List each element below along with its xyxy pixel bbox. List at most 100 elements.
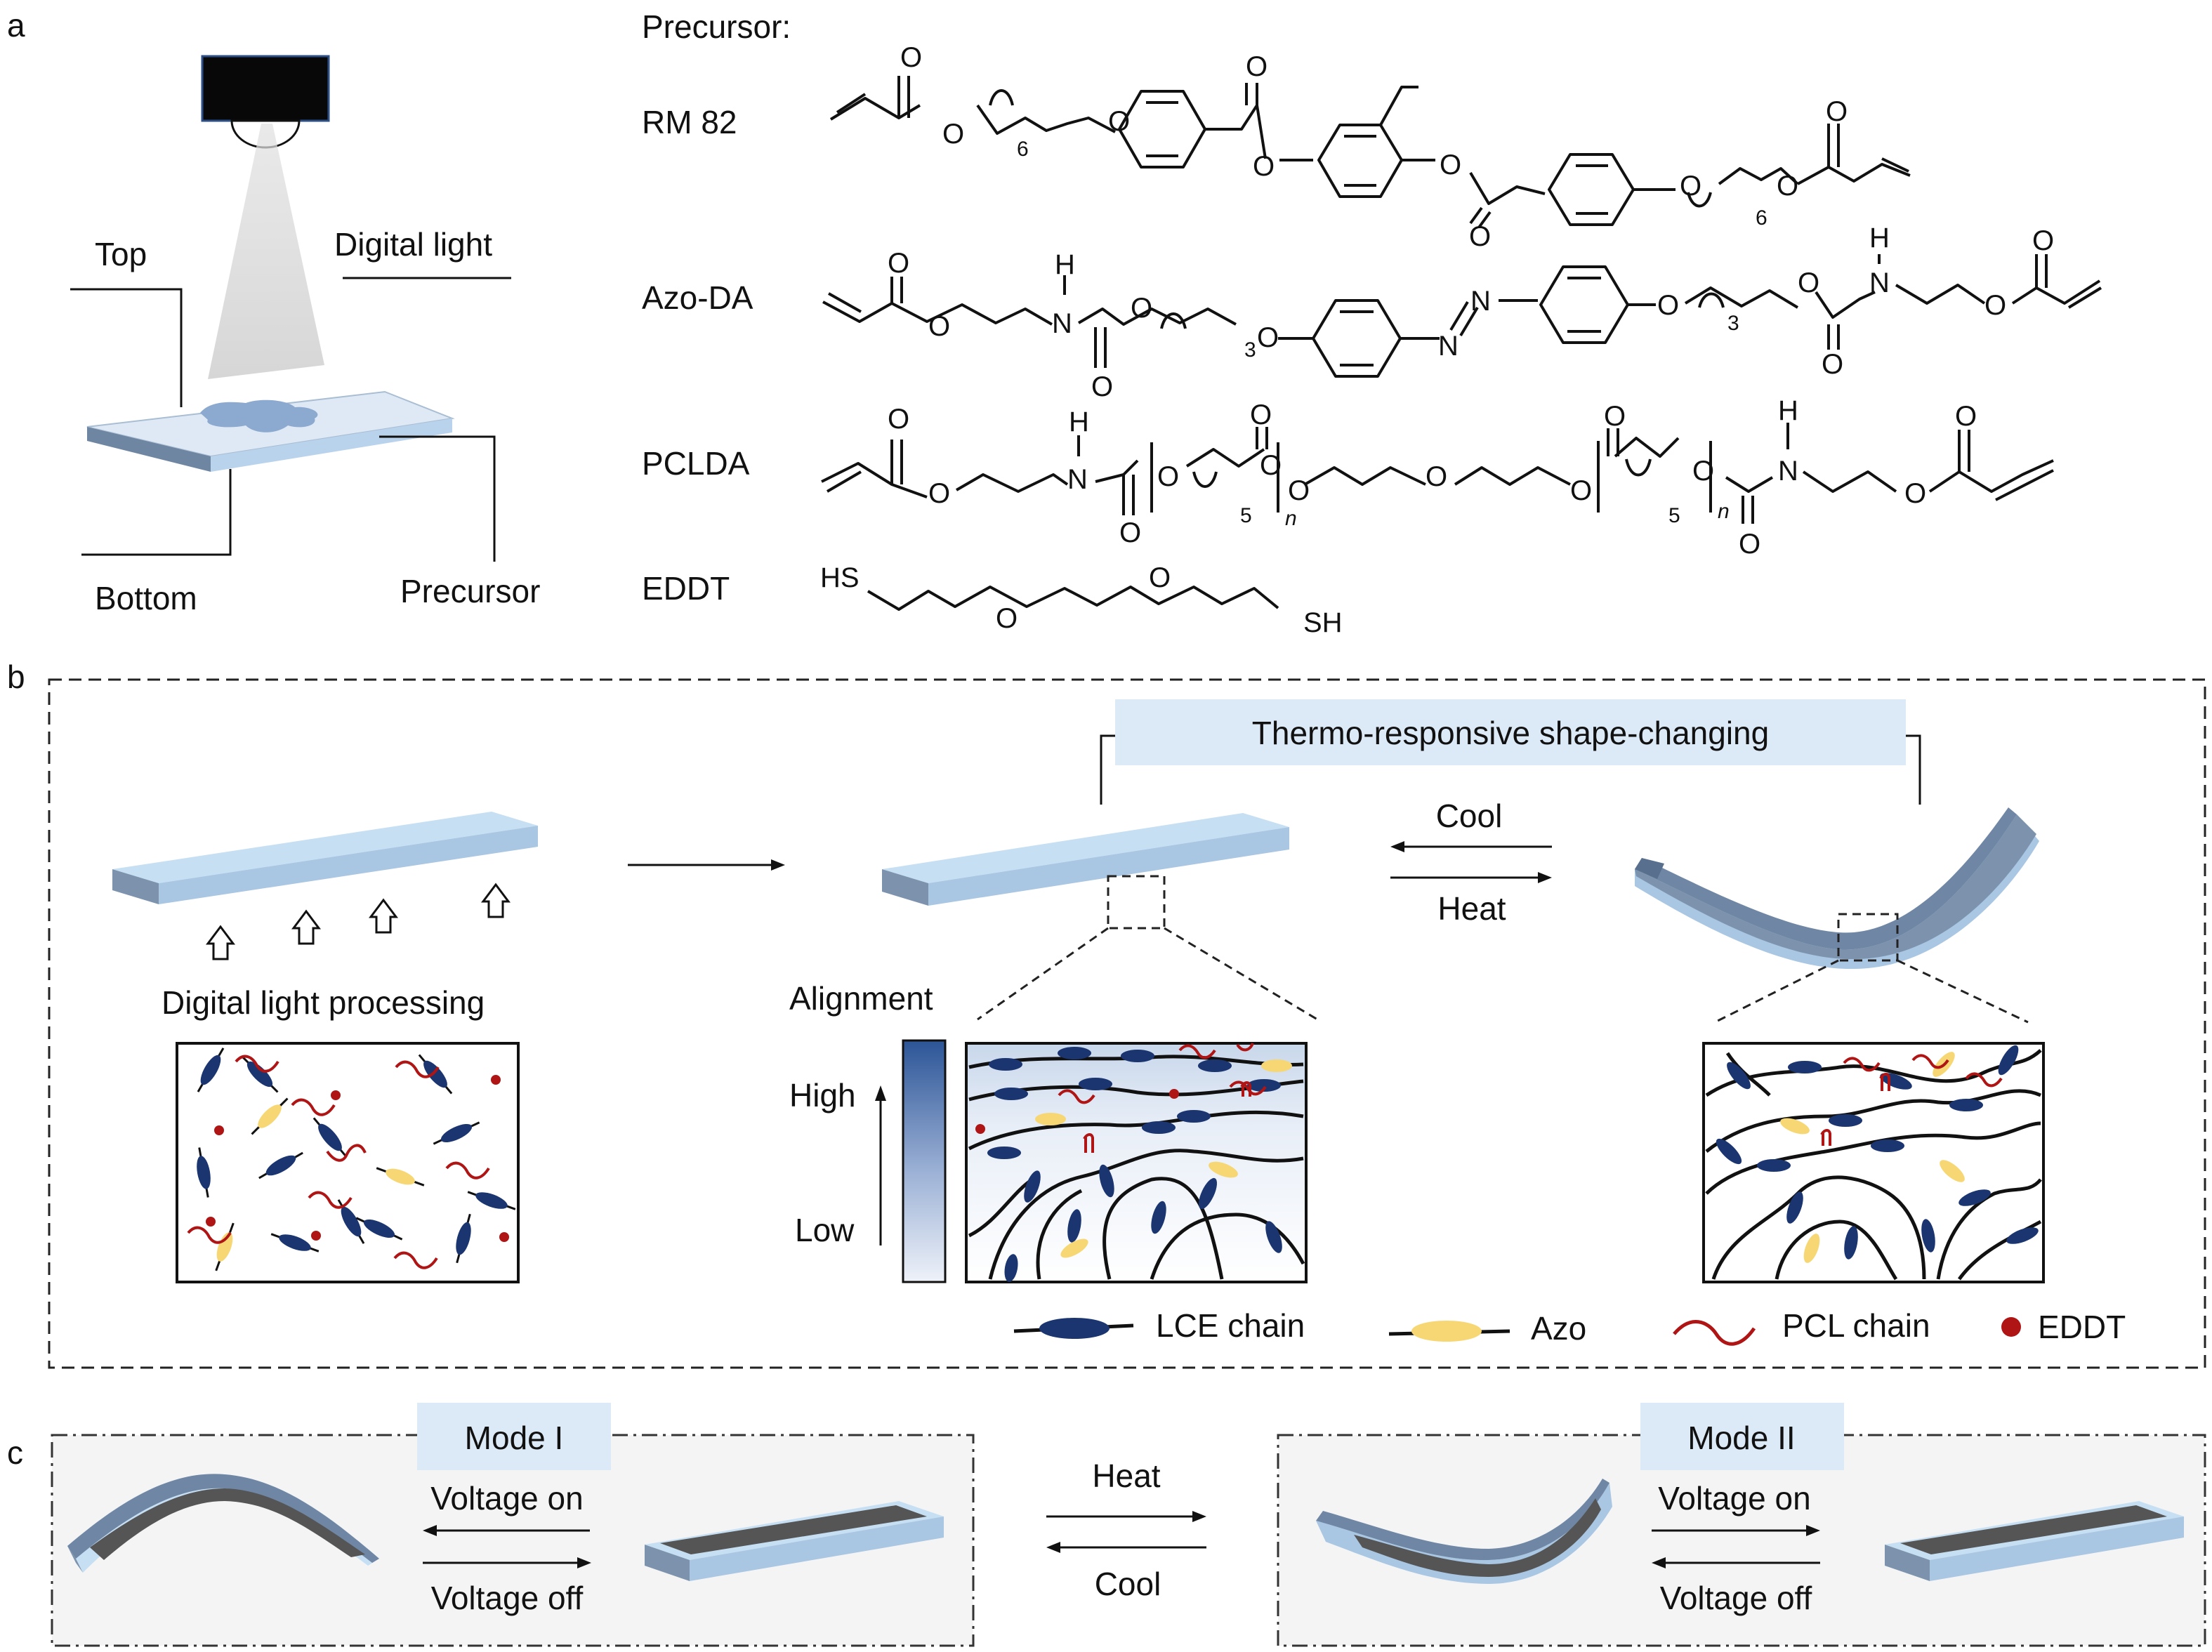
legend-eddt [2001,1317,2021,1337]
arrow-up-icon [481,883,511,918]
subscript-three: 3 [1244,338,1256,362]
arrow-right-icon [577,1557,591,1568]
atom-o: O [1440,150,1461,180]
legend-lce-label: LCE chain [1156,1307,1305,1344]
zoom-line [1164,927,1318,1021]
subscript-five: 5 [1240,504,1252,527]
subscript-six: 6 [1017,138,1029,161]
device-mode2-flat [1885,1501,2184,1581]
panel-label-c: c [7,1434,23,1471]
atom-o: O [1680,171,1701,201]
legend-pcl-label: PCL chain [1782,1307,1930,1344]
arrow-right-icon [1806,1525,1820,1536]
aligned-network-box [965,1042,1308,1283]
atom-h: H [1069,407,1089,437]
atom-o: O [1119,517,1141,548]
molecule-name-eddt: EDDT [642,570,730,607]
atom-o: O [1131,293,1152,324]
atom-o: O [1955,401,1977,432]
atom-o: O [1826,96,1848,127]
atom-h: H [1055,249,1075,280]
device-mode2-bent [1316,1479,1612,1584]
projector-icon [201,55,330,122]
banner-bracket-right [1906,734,1921,805]
atom-o: O [1426,461,1447,492]
atom-o: O [888,248,909,279]
subscript-labels: 6 6 3 3 5 5 n n [1017,138,1767,530]
arrow-right-icon [1192,1511,1206,1522]
atom-n: N [1869,267,1890,298]
alignment-low: Low [795,1212,855,1248]
atom-o: O [1253,151,1275,182]
subscript-n: n [1285,507,1297,530]
legend-azo-label: Azo [1531,1310,1586,1347]
label-precursor: Precursor [400,573,540,609]
label-top: Top [95,236,147,272]
arrow-up-icon [369,898,398,934]
slab-curved [1635,807,2039,970]
arrow-up-icon [291,909,321,945]
vat-side-left [87,427,211,472]
arrow-up-icon [206,925,235,960]
legend-eddt-label: EDDT [2038,1309,2126,1345]
atom-o: O [1091,371,1113,402]
zoom-line [977,927,1109,1021]
heat-label-c: Heat [1092,1458,1160,1494]
leader-precursor [379,435,496,562]
molecule-name-pclda: PCLDA [642,445,750,482]
curved-network-box [1702,1042,2045,1283]
heat-label-b: Heat [1437,890,1506,927]
atom-o: O [928,478,950,509]
atom-o: O [1157,461,1179,492]
atom-o: O [1822,349,1843,380]
slab-dlp [112,812,538,904]
subscript-five: 5 [1668,504,1680,527]
panel-label-a: a [7,7,25,44]
banner-bracket-left [1100,734,1115,805]
random-network-contents [187,1048,516,1271]
atom-o: O [996,603,1018,634]
structure-pclda [821,423,2054,524]
cool-label-b: Cool [1436,798,1503,834]
light-beam [208,124,324,379]
arrow-right-icon [1538,872,1552,883]
atom-o: O [1570,475,1592,506]
alignment-gradient-bar [902,1039,947,1283]
mode1-label: Mode I [465,1420,564,1456]
atom-o: O [942,119,964,150]
zoom-line [1714,959,1839,1024]
atom-o: O [1692,456,1714,487]
printed-star-shape [200,399,318,432]
cool-label-c: Cool [1095,1566,1161,1602]
arrow-left-icon [1046,1542,1060,1553]
atom-o: O [1246,51,1268,82]
atom-h: H [1778,395,1798,426]
subscript-three: 3 [1727,312,1739,335]
device-mode1-bent [67,1474,379,1573]
structure-rm82 [829,76,1911,229]
molecule-name-azo-da: Azo-DA [642,279,753,316]
structure-eddt [867,586,1279,611]
atom-o: O [1777,171,1798,201]
arrow-left-icon [1652,1557,1666,1568]
mode1-banner [417,1403,611,1470]
dlp-label: Digital light processing [162,984,485,1021]
subscript-n: n [1718,500,1730,523]
curved-network-units [1716,1045,2039,1263]
atom-n: N [1067,464,1088,495]
alignment-high: High [789,1077,856,1114]
atom-o: O [1250,399,1272,430]
atom-n: N [1470,286,1491,317]
precursor-heading: Precursor: [642,8,791,45]
chemical-bonds [821,76,2102,611]
mode2-label: Mode II [1687,1420,1795,1456]
atom-o: O [888,404,909,435]
atom-o: O [900,42,922,73]
atom-n: N [1438,331,1459,362]
atom-sh: SH [1303,607,1343,638]
arrow-left-icon [423,1525,437,1536]
subscript-six: 6 [1756,206,1767,230]
arrow-left-icon [1390,841,1404,852]
arrow-right-icon [771,859,785,871]
